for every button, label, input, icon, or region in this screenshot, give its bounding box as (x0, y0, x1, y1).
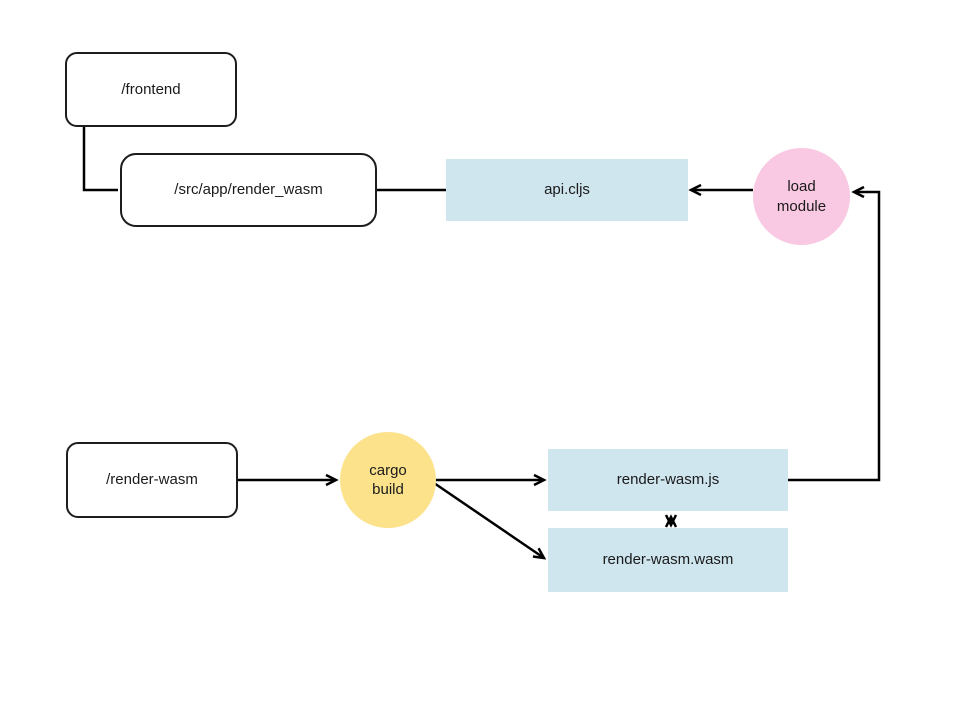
node-render-wasm-js-label: render-wasm.js (616, 471, 720, 489)
node-cargo-build-step: cargo build (340, 432, 436, 528)
node-render-wasm-wasm-label: render-wasm.wasm (602, 551, 734, 569)
node-cargo-build-label-line1: cargo (369, 461, 407, 479)
node-api-cljs-label: api.cljs (544, 181, 590, 199)
node-load-module-label-line2: module (776, 197, 827, 215)
node-render-wasm-directory: /render-wasm (66, 442, 238, 518)
node-load-module-step: load module (753, 148, 850, 245)
node-cargo-build-label-line2: build (372, 481, 404, 498)
node-api-cljs-file: api.cljs (446, 159, 688, 221)
node-render-wasm-js-file: render-wasm.js (548, 449, 788, 511)
node-frontend-label: /frontend (121, 80, 181, 98)
node-render-wasm-directory-label: /render-wasm (106, 471, 198, 489)
arrow-cargo-build-to-render-wasm-wasm (433, 481, 544, 558)
node-src-app-render-wasm-directory: /src/app/render_wasm (120, 153, 377, 227)
node-src-app-render-wasm-label: /src/app/render_wasm (174, 181, 323, 199)
node-render-wasm-wasm-file: render-wasm.wasm (548, 528, 788, 592)
connector-frontend-to-src (82, 127, 118, 192)
node-load-module-label-line1: load (787, 178, 816, 195)
node-frontend-directory: /frontend (65, 52, 237, 127)
